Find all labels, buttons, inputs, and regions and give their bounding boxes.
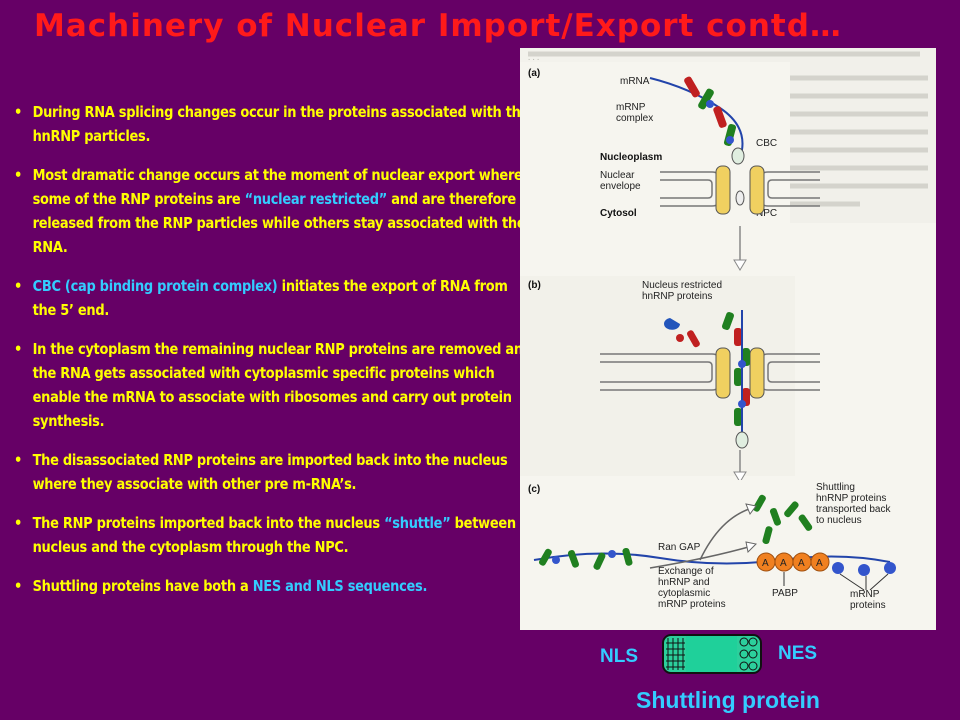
mrnp-label-1: mRNP <box>616 102 646 113</box>
nuclear-envelope-label-2: envelope <box>600 181 641 192</box>
figure-svg: (a) mRNA mRNP complex CBC Nucleoplasm Nu… <box>520 48 936 630</box>
bullet-text-segment: initiates the export of RNA from the 5’ … <box>32 277 508 319</box>
bullet-dot: • <box>14 451 23 469</box>
bullet-text-segment: and are therefore released from the RNP … <box>32 190 526 256</box>
npc-pore-b <box>715 347 765 399</box>
nucleoplasm-label: Nucleoplasm <box>600 152 662 163</box>
exchange-arrow-c <box>649 541 758 569</box>
mrna-strand-c <box>533 547 896 591</box>
nuclear-envelope-label-1: Nuclear <box>600 170 635 181</box>
mrnp-complex-a <box>649 76 745 165</box>
faint-page-text: . . . <box>528 52 539 62</box>
shuttling-label-2: hnRNP proteins <box>816 493 886 504</box>
bullet-item: • In the cytoplasm the remaining nuclear … <box>14 337 535 433</box>
shuttling-label-4: to nucleus <box>816 515 862 526</box>
exchange-label-3: cytoplasmic <box>658 588 710 599</box>
bullet-item: • During RNA splicing changes occur in th… <box>14 100 535 148</box>
released-proteins-b <box>664 310 750 449</box>
bullet-dot: • <box>14 577 23 595</box>
bullet-dot: • <box>14 340 23 358</box>
polya-a-3: A <box>798 558 805 569</box>
bullet-dot: • <box>14 277 23 295</box>
slide-title: Machinery of Nuclear Import/Export contd… <box>34 8 842 44</box>
mrnp-proteins-label-2: proteins <box>850 600 886 611</box>
bullet-text-segment: “shuttle” <box>384 514 451 532</box>
bullet-text-segment: During RNA splicing changes occur in the… <box>32 103 530 145</box>
panel-c-label: (c) <box>528 484 540 495</box>
shuttling-label-1: Shuttling <box>816 482 855 493</box>
bullet-text-segment: Shuttling proteins have both a <box>32 577 253 595</box>
bullet-dot: • <box>14 166 23 184</box>
bullet-item: • The disassociated RNP proteins are impo… <box>14 448 535 496</box>
bullet-dot: • <box>14 103 23 121</box>
nes-label: NES <box>778 643 818 664</box>
bullet-text-segment: The disassociated RNP proteins are impor… <box>32 451 508 493</box>
nucleus-restricted-label-1: Nucleus restricted <box>642 280 722 291</box>
mrnp-proteins-label-1: mRNP <box>850 589 880 600</box>
pabp-label: PABP <box>772 588 798 599</box>
nes-sequence-circles <box>739 637 758 671</box>
bullet-text-segment: CBC <box>32 277 61 295</box>
nucleus-restricted-label-2: hnRNP proteins <box>642 291 712 302</box>
bullet-text-segment: between nucleus and the cytoplasm throug… <box>32 514 517 556</box>
bullet-text-segment: Most dramatic change occurs at the momen… <box>32 166 523 208</box>
mrna-label: mRNA <box>620 76 650 87</box>
pabp-polya-c: A A A A <box>756 552 830 586</box>
bullet-dot: • <box>14 514 23 532</box>
cbc-label: CBC <box>756 138 777 149</box>
bullet-text-segment: In the cytoplasm the remaining nuclear R… <box>32 340 533 430</box>
rangap-label: Ran GAP <box>658 542 701 553</box>
panel-a-label: (a) <box>528 68 540 79</box>
bullet-item: • Most dramatic change occurs at the mome… <box>14 163 535 259</box>
bullet-text-segment: The RNP proteins imported back into the … <box>32 514 385 532</box>
cytosol-label: Cytosol <box>600 208 637 219</box>
nls-sequence-grid <box>666 638 685 670</box>
polya-a-2: A <box>780 558 787 569</box>
panel-b-label: (b) <box>528 280 541 291</box>
nuclear-export-figure: (a) mRNA mRNP complex CBC Nucleoplasm Nu… <box>520 48 936 630</box>
bullet-list: • During RNA splicing changes occur in th… <box>14 100 532 613</box>
bullet-text-segment: (cap binding protein complex) <box>60 277 282 295</box>
bullet-text-segment: “nuclear restricted” <box>244 190 388 208</box>
shuttling-proteins-c <box>699 494 813 561</box>
bullet-text-segment: NES and NLS sequences. <box>252 577 428 595</box>
shuttling-label-3: transported back <box>816 504 891 515</box>
nls-label: NLS <box>600 646 638 667</box>
polya-a-1: A <box>762 558 769 569</box>
exchange-label-2: hnRNP and <box>658 577 710 588</box>
bullet-item: • Shuttling proteins have both a NES and … <box>14 574 535 598</box>
bullet-item: • CBC (cap binding protein complex) initi… <box>14 274 535 322</box>
npc-label: NPC <box>756 208 777 219</box>
shuttling-protein-label: Shuttling protein <box>636 687 820 713</box>
polya-a-4: A <box>816 558 823 569</box>
bullet-item: • The RNP proteins imported back into the… <box>14 511 535 559</box>
mrnp-label-2: complex <box>616 113 653 124</box>
npc-pore-a <box>715 165 765 215</box>
arrow-b-to-c <box>733 450 747 483</box>
arrow-a-to-b <box>733 226 747 271</box>
exchange-label-1: Exchange of <box>658 566 714 577</box>
shuttling-protein-diagram <box>662 634 762 674</box>
exchange-label-4: mRNP proteins <box>658 599 726 610</box>
